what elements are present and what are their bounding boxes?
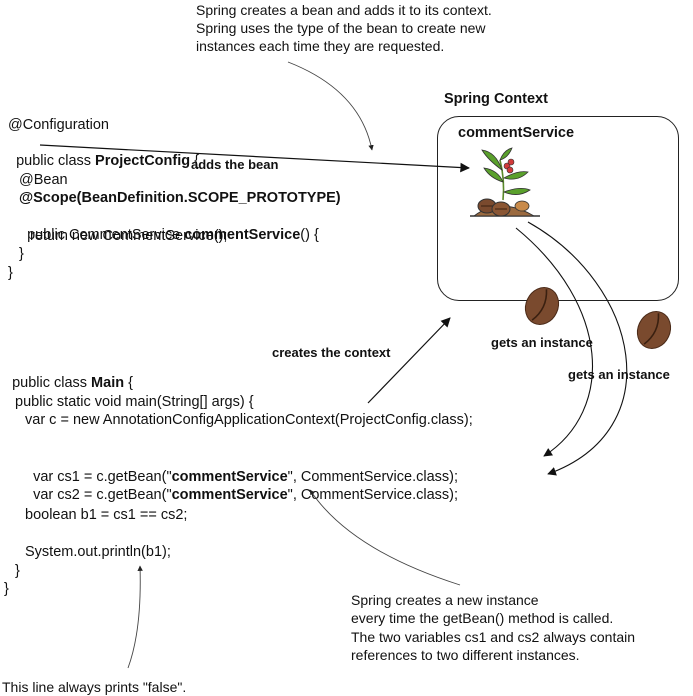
false-note: This line always prints "false".: [2, 679, 187, 695]
bottom-note-line3: The two variables cs1 and cs2 always con…: [351, 629, 636, 645]
creates-context-arrow: [367, 317, 451, 404]
code-text: () {: [300, 227, 319, 243]
gets-instance-label-1: gets an instance: [491, 335, 593, 350]
code-main-class: public class Main {: [4, 356, 133, 392]
code-text: {: [190, 153, 199, 169]
code-bean-method: public CommentService commentService() {: [19, 208, 319, 244]
top-note-line3: instances each time they are requested.: [196, 38, 445, 54]
bottom-note-line2: every time the getBean() method is calle…: [351, 610, 614, 626]
code-text: ", CommentService.class);: [287, 469, 458, 485]
code-text: var cs2 = c.getBean(": [33, 487, 172, 503]
code-text: var cs1 = c.getBean(": [33, 469, 172, 485]
adds-bean-arrow: [39, 144, 470, 173]
coffee-bean-icon: [524, 287, 560, 325]
code-text: public class: [12, 375, 92, 391]
code-main-name: Main: [91, 375, 125, 391]
code-getbean-cs2: var cs2 = c.getBean("commentService", Co…: [25, 468, 458, 504]
code-method-name: commentService: [184, 227, 301, 243]
top-note-line1: Spring creates a bean and adds it to its…: [196, 2, 492, 18]
bean-name-label: commentService: [458, 125, 575, 141]
code-main-method-close: }: [15, 563, 20, 579]
gets-instance-label-2: gets an instance: [568, 367, 670, 382]
code-class-name: ProjectConfig: [95, 153, 191, 169]
top-note-pointer: [287, 61, 374, 151]
coffee-plant-icon: [470, 147, 540, 217]
code-main-class-close: }: [4, 581, 9, 597]
code-configuration-annotation: @Configuration: [8, 117, 109, 133]
bottom-note-pointer: [309, 489, 461, 586]
spring-context-title: Spring Context: [444, 91, 548, 107]
gets-instance-arrow-1: [515, 227, 594, 457]
adds-bean-label: adds the bean: [191, 157, 279, 172]
code-text: ", CommentService.class);: [287, 487, 458, 503]
code-bean-string: commentService: [171, 469, 288, 485]
code-println: System.out.println(b1);: [25, 544, 171, 560]
code-text: {: [124, 375, 133, 391]
creates-context-label: creates the context: [272, 345, 391, 360]
code-method-close-brace: }: [19, 246, 24, 262]
gets-instance-arrow-2: [527, 221, 628, 476]
code-projectconfig-class: public class ProjectConfig {: [8, 134, 199, 170]
code-main-method: public static void main(String[] args) {: [15, 394, 254, 410]
code-return-statement: return new CommentService();: [30, 228, 228, 244]
bottom-note-line1: Spring creates a new instance: [351, 592, 539, 608]
bottom-note-line4: references to two different instances.: [351, 647, 580, 663]
top-note-line2: Spring uses the type of the bean to crea…: [196, 20, 486, 36]
false-note-pointer: [127, 565, 143, 669]
code-create-context: var c = new AnnotationConfigApplicationC…: [25, 412, 473, 428]
code-bean-annotation: @Bean: [19, 172, 68, 188]
code-text: public CommentService: [27, 227, 185, 243]
code-bean-string: commentService: [171, 487, 288, 503]
code-class-close-brace: }: [8, 265, 13, 281]
code-compare: boolean b1 = cs1 == cs2;: [25, 507, 188, 523]
code-getbean-cs1: var cs1 = c.getBean("commentService", Co…: [25, 450, 458, 486]
code-text: public class: [16, 153, 96, 169]
code-scope-annotation: @Scope(BeanDefinition.SCOPE_PROTOTYPE): [19, 190, 341, 206]
coffee-bean-icon: [636, 311, 672, 349]
